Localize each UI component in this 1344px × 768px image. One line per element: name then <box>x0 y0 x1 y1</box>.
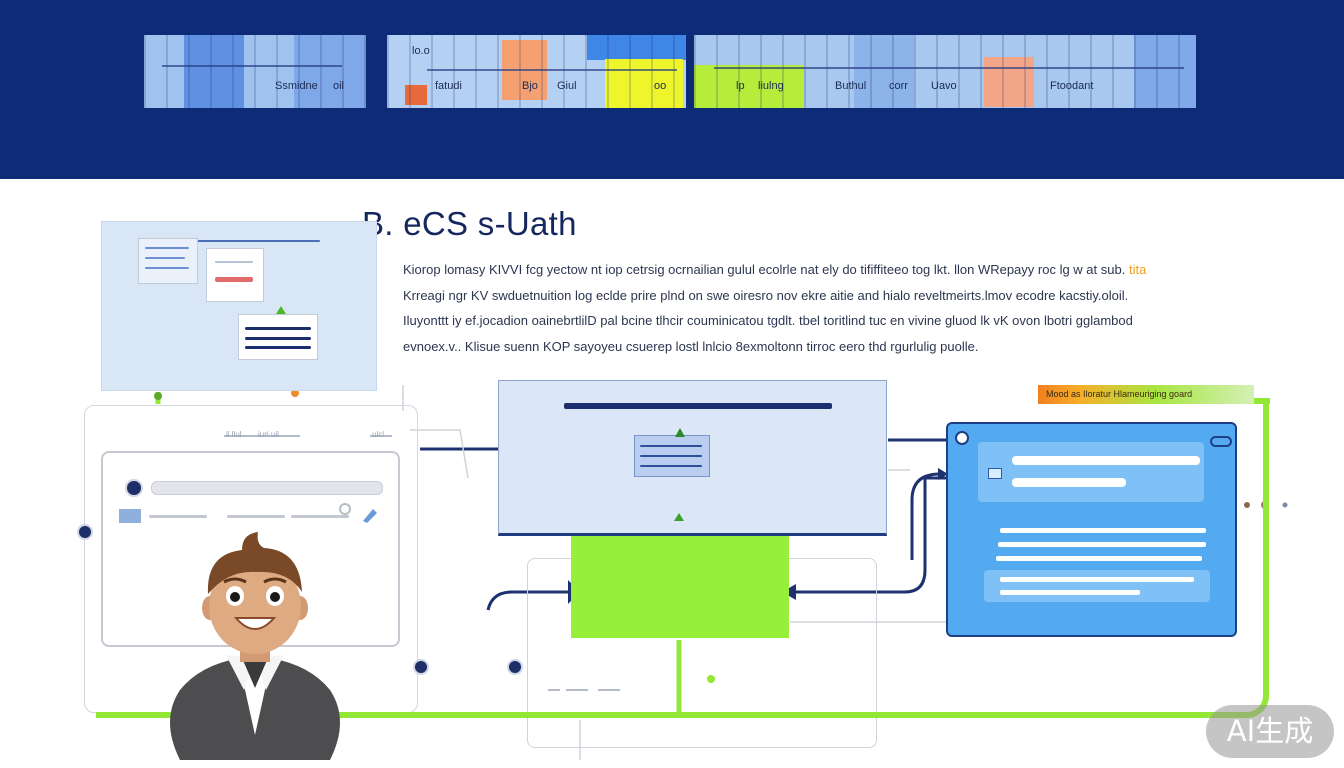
search-input[interactable] <box>151 481 383 495</box>
center-panel <box>498 380 887 536</box>
banner-label: Bjo <box>522 80 538 92</box>
connector-node <box>507 659 523 675</box>
top-left-panel <box>101 221 377 391</box>
connector-node <box>77 524 93 540</box>
banner-label: Buthul <box>835 80 867 92</box>
section-tag: Mood as Iloratur Hlameuriging goard <box>1038 385 1254 404</box>
mini-card <box>238 314 318 360</box>
connector-node <box>413 659 429 675</box>
banner-label: fatudi <box>435 80 462 92</box>
banner-label: Ssmidne <box>275 80 318 92</box>
field-icon <box>988 468 1002 479</box>
input-group <box>984 570 1210 602</box>
ai-generated-watermark: AI生成 <box>1206 705 1334 758</box>
banner-label: Ftoodant <box>1050 80 1094 92</box>
mini-card <box>634 435 710 477</box>
banner-label: Uavo <box>931 80 957 92</box>
description-paragraph: Kiorop lomasy KIVVI fcg yectow nt iop ce… <box>403 257 1203 359</box>
banner-segment-1: Ssmidne oil <box>144 35 366 108</box>
banner-segment-2: lo.o fatudi Bjo Giul oo <box>387 35 686 108</box>
header-banner: Ssmidne oil lo.o fatudi Bjo Giul oo lp l… <box>0 0 1344 179</box>
panel-header-label: ulcl <box>372 430 385 439</box>
clear-icon[interactable] <box>339 503 351 515</box>
radio-icon[interactable] <box>125 479 143 497</box>
info-icon <box>955 431 969 445</box>
toggle-icon[interactable] <box>1210 436 1232 447</box>
panel-header-label: li llul <box>226 430 242 439</box>
paragraph-line: Iluyonttt iy ef.jocadion oainebrtlilD pa… <box>403 313 1133 328</box>
person-avatar <box>160 530 350 760</box>
banner-label: liulng <box>758 80 784 92</box>
input-group <box>978 442 1204 502</box>
green-block <box>571 536 789 638</box>
page-title: B. eCS s-Uath <box>362 205 577 242</box>
banner-label: Giul <box>557 80 577 92</box>
paragraph-line: evnoex.v.. Klisue suenn KOP sayoyeu csue… <box>403 338 979 354</box>
image-icon <box>119 509 141 523</box>
paragraph-line: Krreagi ngr KV swduetnuition log eclde p… <box>403 287 1129 303</box>
pen-icon[interactable] <box>361 505 379 523</box>
banner-label: oil <box>333 80 345 92</box>
green-outline-frame <box>96 402 1269 718</box>
paragraph-line: Kiorop lomasy KIVVI fcg yectow nt iop ce… <box>403 262 1147 277</box>
triangle-marker-icon <box>276 306 286 314</box>
triangle-marker-icon <box>675 428 685 437</box>
banner-label: oo <box>654 80 667 92</box>
mini-card <box>138 238 198 284</box>
banner-label: lp <box>736 80 745 92</box>
right-blue-panel <box>946 422 1237 637</box>
banner-segment-3: lp liulng Buthul corr Uavo Ftoodant <box>694 35 1196 108</box>
banner-label: lo.o <box>412 45 430 57</box>
banner-label: corr <box>889 80 908 92</box>
triangle-marker-icon <box>674 513 684 521</box>
panel-header-label: iuri uil <box>258 430 279 439</box>
mini-card <box>206 248 264 302</box>
